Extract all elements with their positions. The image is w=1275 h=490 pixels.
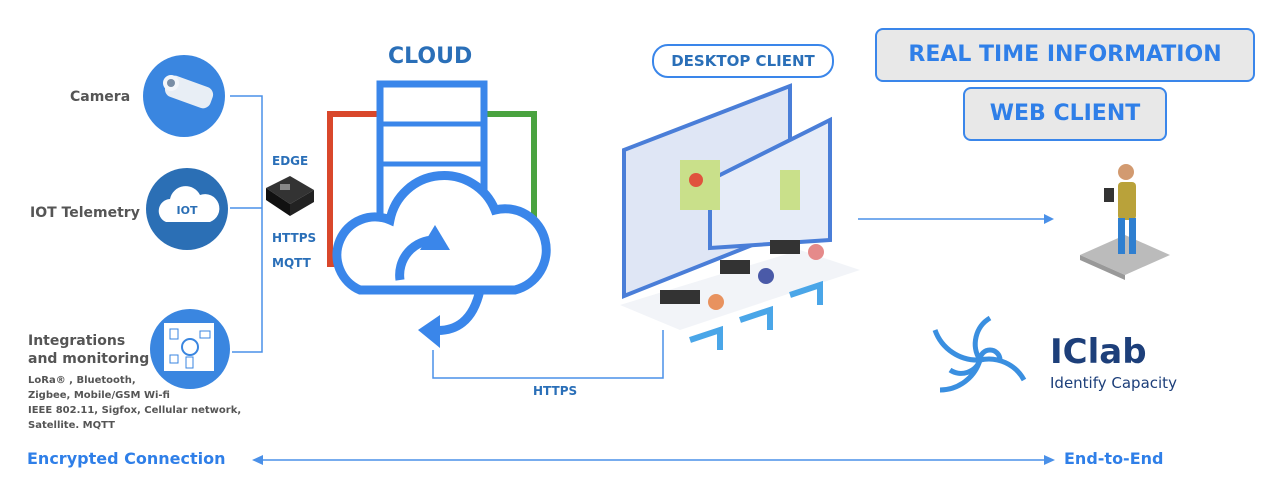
encrypted-connection-label: Encrypted Connection	[27, 449, 226, 468]
integrations-icon	[150, 309, 230, 389]
https-label: HTTPS	[272, 231, 317, 245]
camera-label: Camera	[70, 89, 131, 105]
protocols-list: LoRa® , Bluetooth, Zigbee, Mobile/GSM Wi…	[28, 373, 241, 433]
real-time-information-badge: REAL TIME INFORMATION	[875, 28, 1255, 82]
protocol-line: LoRa® , Bluetooth,	[28, 375, 136, 386]
desktop-client-badge: DESKTOP CLIENT	[652, 44, 834, 78]
logo-tagline: Identify Capacity	[1050, 374, 1177, 392]
web-user-icon	[1080, 164, 1170, 280]
camera-icon	[143, 55, 225, 137]
iot-label: IOT Telemetry	[30, 205, 140, 221]
integrations-label: Integrations and monitoring	[28, 332, 149, 368]
integrations-line2: and monitoring	[28, 351, 150, 367]
mqtt-label: MQTT	[272, 256, 311, 270]
edge-label: EDGE	[272, 154, 309, 168]
protocol-line: Satellite. MQTT	[28, 420, 115, 431]
cloud-servers-icon	[327, 80, 551, 348]
protocol-line: IEEE 802.11, Sigfox, Cellular network,	[28, 405, 242, 416]
protocol-line: Zigbee, Mobile/GSM Wi-fi	[28, 390, 170, 401]
integrations-line1: Integrations	[28, 333, 126, 349]
cloud-title: CLOUD	[388, 44, 473, 69]
cloud-https-label: HTTPS	[533, 384, 578, 398]
control-room-illustration	[620, 83, 860, 350]
end-to-end-label: End-to-End	[1064, 449, 1164, 468]
iclab-logo-icon	[932, 315, 1027, 393]
iot-badge: IOT	[176, 204, 198, 217]
edge-device-icon	[266, 176, 314, 216]
web-client-badge: WEB CLIENT	[963, 87, 1167, 141]
iot-cloud-icon: IOT	[146, 168, 228, 250]
logo-name: IClab	[1050, 332, 1147, 372]
